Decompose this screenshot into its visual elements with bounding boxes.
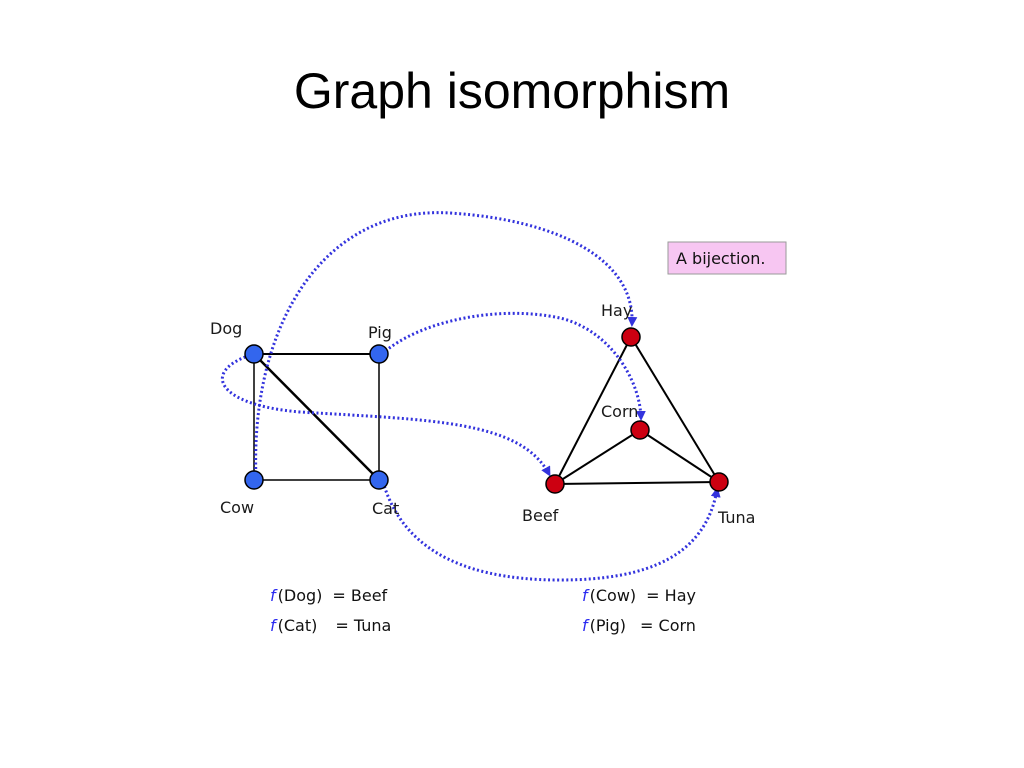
- callout-box: [667, 241, 787, 275]
- left-graph-nodes: [244, 344, 389, 490]
- label-pig: Pig: [368, 323, 392, 342]
- node-pig: [369, 344, 389, 364]
- label-cat: Cat: [372, 499, 399, 518]
- mapping-pig: f(Pig)= Corn: [582, 616, 696, 635]
- mapping-cat: f(Cat)= Tuna: [270, 616, 391, 635]
- right-graph-edges: [554, 336, 720, 485]
- label-beef: Beef: [522, 506, 559, 525]
- edge-corn-beef: [554, 429, 641, 485]
- label-cow: Cow: [220, 498, 254, 517]
- node-hay: [621, 327, 641, 347]
- callout-text: A bijection.: [676, 249, 765, 268]
- edge-hay-tuna: [630, 336, 720, 483]
- mapping-dog: f(Dog)= Beef: [270, 586, 388, 605]
- node-dog: [244, 344, 264, 364]
- label-corn: Corn: [601, 402, 638, 421]
- node-tuna: [709, 472, 729, 492]
- label-dog: Dog: [210, 319, 242, 338]
- slide-title: Graph isomorphism: [293, 63, 731, 119]
- edge-hay-beef: [554, 336, 632, 485]
- right-graph-nodes: [545, 327, 729, 494]
- node-cat: [369, 470, 389, 490]
- mapping-cow: f(Cow)= Hay: [582, 586, 696, 605]
- left-graph-edges: [253, 353, 380, 481]
- label-hay: Hay: [601, 301, 632, 320]
- node-corn: [630, 420, 650, 440]
- mapping-list: f(Dog)= Beef f(Cat)= Tuna f(Cow)= Hay f(…: [270, 586, 696, 635]
- edge-beef-tuna: [554, 481, 720, 485]
- arrow-cat-to-tuna: [381, 481, 721, 582]
- edge-dog-cat: [253, 353, 380, 481]
- node-cow: [244, 470, 264, 490]
- label-tuna: Tuna: [717, 508, 755, 527]
- mapping-arrows: [221, 211, 721, 582]
- node-beef: [545, 474, 565, 494]
- arrow-pig-to-corn: [381, 311, 646, 421]
- edge-corn-tuna: [639, 429, 720, 483]
- bijection-callout: A bijection.: [667, 241, 787, 275]
- arrow-cow-to-hay: [254, 211, 638, 479]
